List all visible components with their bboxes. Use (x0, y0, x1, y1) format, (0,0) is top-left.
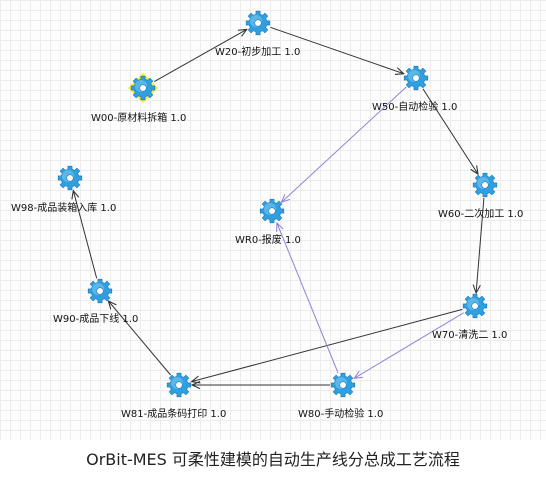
node-w90[interactable] (85, 276, 115, 306)
edge-w50-wr0[interactable] (282, 86, 407, 202)
node-w20[interactable] (243, 8, 273, 38)
node-label-w90: W90-成品下线 1.0 (53, 314, 139, 325)
edge-w00-w20[interactable] (154, 29, 246, 83)
gear-icon (462, 293, 488, 319)
node-label-w50: W50-自动检验 1.0 (372, 102, 458, 113)
node-label-wr0: WR0-报废 1.0 (235, 235, 301, 246)
node-w70[interactable] (460, 291, 490, 321)
workflow-canvas[interactable]: W00-原材料拆箱 1.0 W20-初步加工 1.0 W50-自动检验 1.0 … (0, 0, 546, 440)
gear-icon (330, 372, 356, 398)
edge-w81-w90[interactable] (108, 301, 171, 376)
edge-w90-w98[interactable] (73, 191, 98, 279)
node-label-w80: W80-手动检验 1.0 (298, 409, 384, 420)
gear-icon (57, 165, 83, 191)
node-label-w00: W00-原材料拆箱 1.0 (91, 113, 187, 124)
gear-icon (403, 65, 429, 91)
diagram-caption: OrBit-MES 可柔性建模的自动生产线分总成工艺流程 (86, 450, 460, 469)
node-w00[interactable] (128, 73, 158, 103)
node-label-w81: W81-成品条码打印 1.0 (121, 409, 227, 420)
edge-w60-w70[interactable] (476, 197, 485, 293)
edge-w80-wr0[interactable] (277, 223, 339, 374)
node-w98[interactable] (55, 163, 85, 193)
node-w80[interactable] (328, 370, 358, 400)
edge-layer (0, 26, 485, 440)
node-w50[interactable] (401, 63, 431, 93)
node-wr0[interactable] (257, 196, 287, 226)
edge-w70-w80[interactable] (354, 312, 465, 379)
gear-icon (128, 73, 158, 103)
gear-icon (259, 198, 285, 224)
node-label-w98: W98-成品装箱入库 1.0 (11, 203, 117, 214)
gear-icon (166, 372, 192, 398)
node-w81[interactable] (164, 370, 194, 400)
node-label-w20: W20-初步加工 1.0 (215, 47, 301, 58)
gear-icon (472, 172, 498, 198)
node-w60[interactable] (470, 170, 500, 200)
node-label-w70: W70-清洗二 1.0 (432, 330, 508, 341)
node-label-w60: W60-二次加工 1.0 (438, 209, 524, 220)
edge-w20-w50[interactable] (270, 26, 403, 73)
edge-w50-w60[interactable] (422, 88, 478, 174)
gear-icon (87, 278, 113, 304)
gear-icon (245, 10, 271, 36)
